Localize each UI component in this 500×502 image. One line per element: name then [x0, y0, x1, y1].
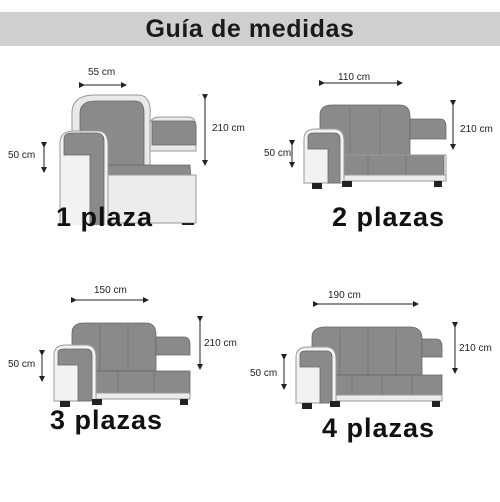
plaza-label: 4 plazas: [322, 413, 436, 443]
plaza-label: 2 plazas: [332, 202, 446, 232]
height-measure: 210 cm: [459, 343, 492, 354]
sofa-leg: [342, 181, 352, 187]
plaza-label: 1 plaza: [56, 202, 154, 232]
seat-measure: 50 cm: [8, 150, 36, 161]
width-measure: 150 cm: [94, 285, 127, 296]
seat-measure: 50 cm: [264, 148, 292, 159]
title-banner: [0, 12, 500, 46]
panel-2-plazas: 110 cm 210 cm 50 cm 2 plazas: [250, 55, 500, 282]
sofa-leg: [92, 399, 102, 405]
height-measure: 210 cm: [204, 338, 237, 349]
seat-measure: 50 cm: [250, 368, 278, 379]
seat-measure: 50 cm: [8, 359, 36, 370]
panel-1-plaza: 55 cm 210 cm 50 cm 1 plaza: [0, 55, 250, 282]
page-title: Guía de medidas: [145, 15, 355, 43]
sofa-leg: [312, 183, 322, 189]
panel-4-plazas: 190 cm 210 cm 50 cm 4 plazas: [250, 275, 500, 502]
sofa-leg: [302, 403, 312, 409]
sofa-leg: [434, 181, 442, 187]
panel-3-plazas: 150 cm 210 cm 50 cm 3 plazas: [0, 275, 250, 502]
sofa-leg: [182, 223, 194, 225]
plaza-label: 3 plazas: [50, 405, 164, 435]
sofa-leg: [60, 401, 70, 407]
sofa-3-seat-illustration: [39, 297, 203, 407]
sofa-leg: [180, 399, 188, 405]
sofa-1-seat-illustration: [41, 82, 210, 225]
sofa-leg: [330, 401, 340, 407]
sofa-2-seat-illustration: [289, 80, 456, 189]
sofa-leg: [432, 401, 440, 407]
height-measure: 210 cm: [212, 123, 245, 134]
sofa-4-seat-illustration: [281, 301, 458, 409]
width-measure: 110 cm: [338, 72, 371, 83]
height-measure: 210 cm: [460, 124, 493, 135]
width-measure: 190 cm: [328, 290, 361, 301]
width-measure: 55 cm: [88, 67, 116, 78]
